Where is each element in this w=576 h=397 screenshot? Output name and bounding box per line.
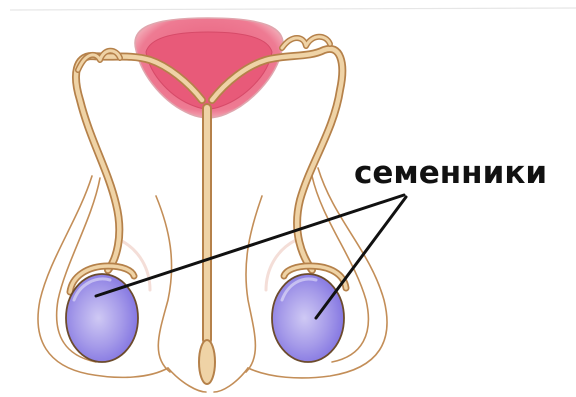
right-testis	[272, 274, 344, 362]
testes-label: семенники	[354, 155, 547, 191]
